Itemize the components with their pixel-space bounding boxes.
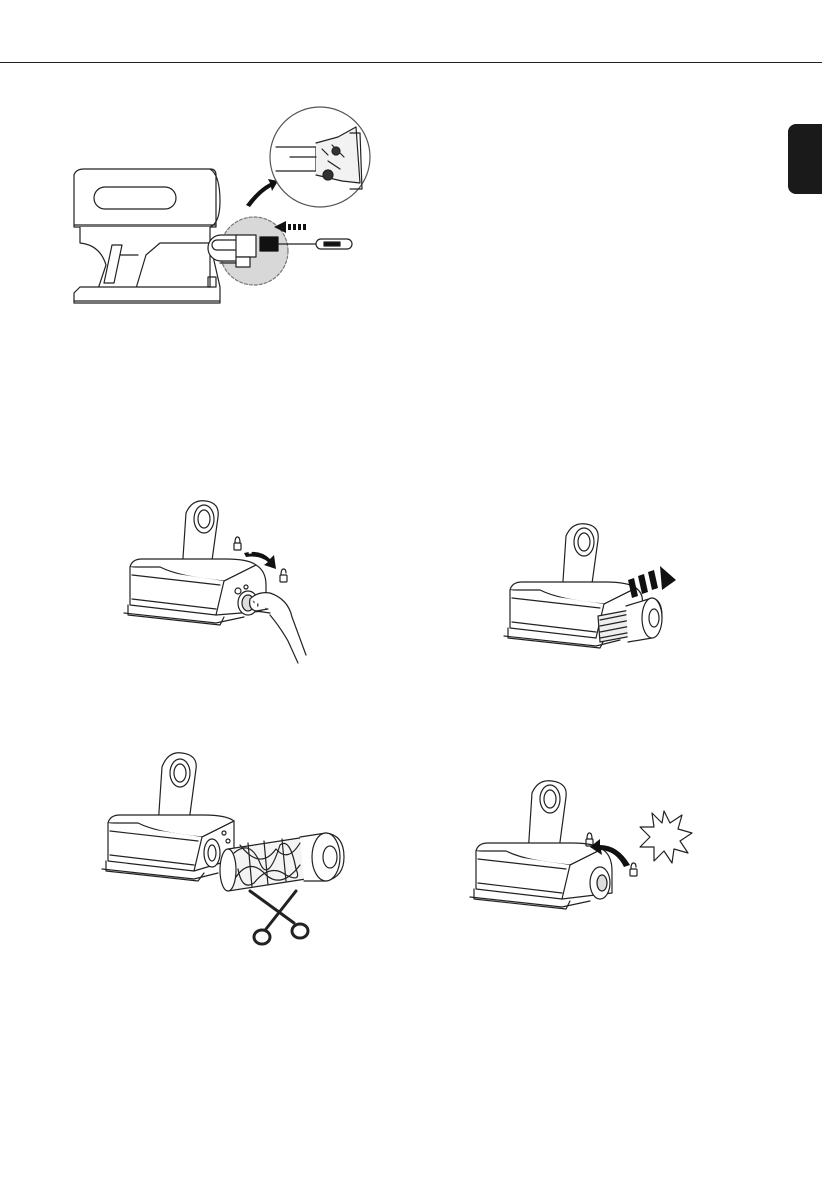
brush-head-icon [102, 753, 234, 881]
figure-brush-roller-cut-hair [100, 745, 360, 945]
pin-tool-icon [260, 237, 352, 251]
tangled-roller-icon [220, 833, 344, 891]
pull-arrow-icon [628, 566, 676, 598]
vacuum-body-icon [74, 169, 220, 303]
hand-icon [250, 593, 306, 663]
roller-icon [590, 867, 610, 899]
click-burst-icon [640, 811, 692, 863]
figure-brush-head-lock-click [468, 775, 698, 935]
curved-arrow-icon [246, 179, 278, 207]
lock-open-icon [630, 863, 637, 876]
roller-icon [598, 598, 662, 642]
top-rule [0, 62, 822, 63]
lock-open-icon [280, 569, 287, 582]
figure-brush-head-unlock [120, 495, 320, 670]
lock-closed-icon [234, 537, 241, 550]
figure-brush-roller-pull-out [500, 520, 680, 670]
magnifier-circle-icon [270, 107, 370, 207]
scissors-icon [250, 891, 308, 944]
rotate-arrow-icon [590, 839, 630, 867]
language-tab [788, 124, 822, 194]
figure-handheld-pin-release [60, 105, 380, 325]
